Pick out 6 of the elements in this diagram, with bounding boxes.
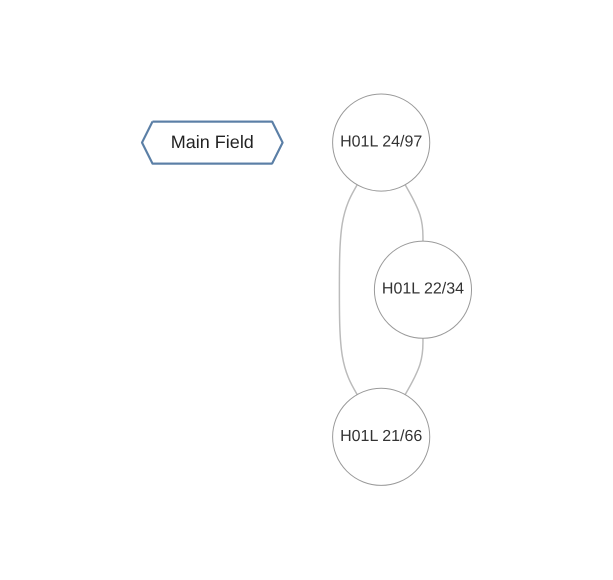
connector bbox=[404, 184, 424, 242]
node-circle: H01L 24/97 bbox=[332, 94, 430, 192]
node-circle: H01L 22/34 bbox=[374, 240, 472, 340]
connector bbox=[404, 338, 424, 396]
connector bbox=[338, 184, 358, 396]
node-circle: H01L 21/66 bbox=[332, 388, 430, 486]
